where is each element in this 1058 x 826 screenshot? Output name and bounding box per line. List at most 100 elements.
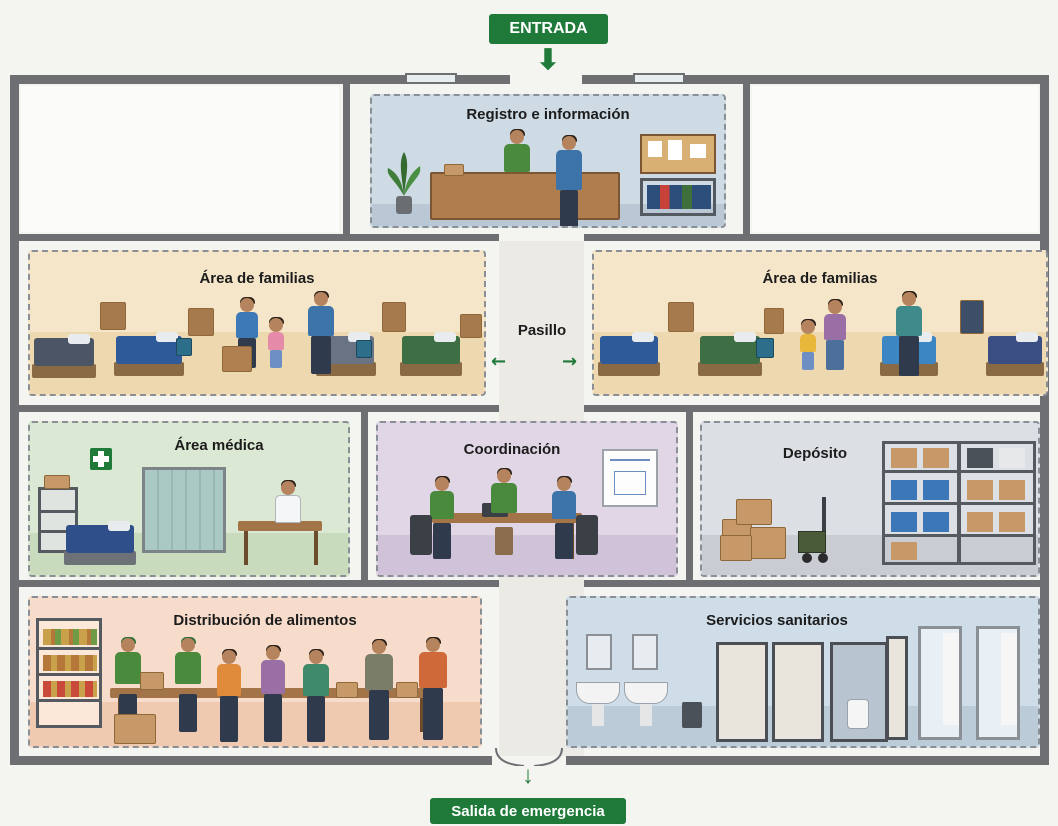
sink — [576, 682, 620, 704]
emergency-exit-badge: Salida de emergencia — [430, 798, 626, 824]
box — [336, 682, 358, 698]
room-title: Coordinación — [463, 441, 561, 458]
hand-truck — [796, 497, 836, 565]
window — [405, 73, 457, 84]
window — [633, 73, 685, 84]
bed — [114, 312, 184, 376]
room-title: Registro e información — [466, 106, 630, 123]
recipient — [302, 649, 330, 746]
empty-room-left — [21, 86, 339, 232]
outer-wall-top-right — [582, 75, 1048, 84]
food-shelf — [36, 618, 102, 728]
sink — [624, 682, 668, 704]
bed — [32, 314, 96, 378]
bed — [400, 304, 462, 376]
bag — [176, 338, 192, 356]
child — [266, 317, 286, 370]
toilet — [847, 699, 869, 729]
room-familias-right: Área de familias — [592, 250, 1048, 396]
outer-wall-top-left — [10, 75, 510, 84]
room-alimentos: Distribución de alimentos — [28, 596, 482, 748]
bed — [598, 308, 660, 376]
meeting-table — [432, 513, 582, 523]
first-aid-icon — [90, 448, 112, 470]
father — [306, 291, 336, 378]
privacy-screen — [142, 467, 226, 553]
receptionist — [502, 129, 532, 174]
binder-shelf — [640, 178, 716, 216]
inner-wall — [343, 84, 350, 234]
recipient — [364, 639, 394, 746]
room-deposito: Depósito — [700, 421, 1040, 577]
inner-wall — [361, 412, 368, 580]
room-title: Área médica — [174, 437, 264, 454]
bed — [698, 308, 762, 376]
recipient — [418, 637, 448, 746]
nightstand — [188, 308, 214, 336]
plant-icon — [384, 148, 424, 218]
outer-wall-left — [10, 75, 19, 765]
stall-door — [886, 636, 908, 740]
box — [720, 535, 752, 561]
box — [736, 499, 772, 525]
shower — [976, 626, 1020, 740]
child — [798, 319, 818, 372]
nightstand — [764, 308, 784, 334]
bag — [356, 340, 372, 358]
inner-wall — [584, 234, 1040, 241]
arrow-right-icon: → — [562, 351, 578, 372]
room-registro: Registro e información — [370, 94, 726, 228]
corridor-label: Pasillo — [517, 322, 567, 339]
mirror — [586, 634, 612, 670]
stool — [222, 346, 252, 372]
inner-wall — [686, 412, 693, 580]
outer-wall-bottom-left — [10, 756, 492, 765]
inner-wall — [584, 405, 1040, 412]
room-familias-left: Área de familias — [28, 250, 486, 396]
nightstand — [100, 302, 126, 330]
nightstand — [960, 300, 984, 334]
toilet-stall-open — [830, 642, 888, 742]
nightstand — [460, 314, 482, 338]
exit-arrow-icon: ↓ — [522, 762, 534, 789]
toilet-stall — [772, 642, 824, 742]
room-title: Depósito — [782, 445, 848, 462]
room-title: Área de familias — [762, 270, 878, 287]
box — [44, 475, 70, 489]
box — [750, 527, 786, 559]
inner-wall — [19, 405, 499, 412]
recipient — [260, 645, 286, 746]
mother — [822, 299, 848, 374]
coordinator — [490, 468, 518, 559]
chair — [576, 515, 598, 555]
room-medica: Área médica — [28, 421, 350, 577]
bag — [756, 338, 774, 358]
toilet-stall — [716, 642, 768, 742]
entrance-badge: ENTRADA — [489, 14, 608, 44]
medical-bed — [64, 495, 136, 565]
coordinator — [550, 476, 578, 563]
storage-shelf — [882, 441, 960, 565]
trash-bin — [682, 702, 702, 728]
bed — [986, 304, 1044, 376]
room-coordinacion: Coordinación — [376, 421, 678, 577]
box — [140, 672, 164, 690]
room-sanitarios: Servicios sanitarios — [566, 596, 1040, 748]
desk — [238, 521, 322, 531]
nightstand — [382, 302, 406, 332]
box — [444, 164, 464, 176]
storage-shelf — [958, 441, 1036, 565]
emergency-door — [492, 747, 566, 767]
inner-wall — [743, 84, 750, 234]
reception-desk — [430, 172, 620, 220]
shower — [918, 626, 962, 740]
mirror — [632, 634, 658, 670]
bulletin-board-icon — [640, 134, 716, 174]
empty-room-right — [752, 86, 1038, 232]
doctor — [274, 480, 302, 525]
coordinator — [428, 476, 456, 563]
room-title: Área de familias — [199, 270, 315, 287]
arrow-left-icon: ← — [491, 351, 507, 372]
room-title: Servicios sanitarios — [706, 612, 848, 629]
father — [894, 291, 924, 380]
